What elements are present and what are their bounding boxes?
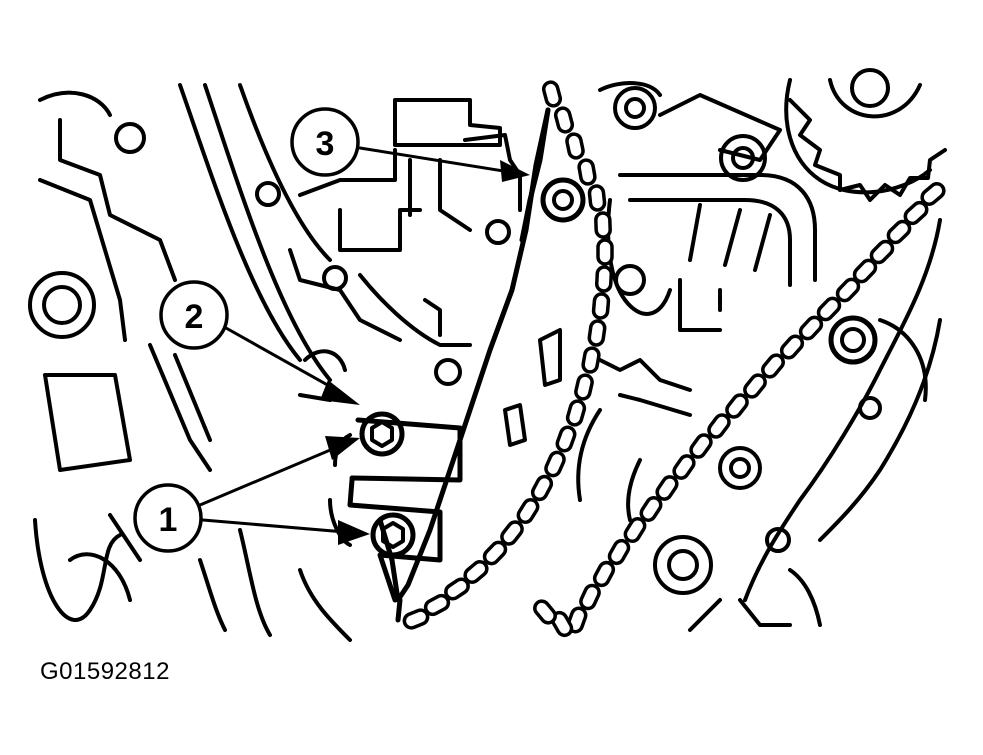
casting-hole [485, 219, 511, 245]
leader-2-arrowhead [320, 380, 360, 405]
casting-boss-inner [42, 285, 82, 325]
upper-guide-bolt-hex [370, 420, 394, 448]
casting-hole [114, 122, 146, 154]
figure-code: G01592812 [40, 658, 170, 685]
callout-3: 3 [290, 107, 360, 177]
leader-1-lower-arrowhead [338, 520, 370, 545]
callout-2-label: 2 [185, 298, 204, 336]
leader-3 [358, 146, 512, 174]
leader-2 [224, 326, 342, 394]
timing-chain-left-strand [402, 80, 614, 630]
callout-1-label: 1 [159, 501, 178, 539]
casting-hole [255, 181, 281, 207]
cover-bolt-boss [613, 86, 657, 130]
tensioner-bolt-boss [719, 134, 767, 182]
right-guide-bolt [828, 315, 878, 365]
crank-bolt-boss [653, 535, 713, 595]
callout-2: 2 [159, 280, 229, 350]
casting-hole [765, 527, 791, 553]
leader-1-lower [201, 518, 347, 534]
lower-guide-bolt [370, 512, 416, 558]
chain-guide [328, 107, 586, 623]
leader-3-arrowhead [500, 160, 530, 182]
cam-sprocket-hub [850, 68, 890, 108]
casting-hole [434, 358, 462, 386]
cover-bolt-hole [624, 97, 646, 119]
cover-bolt-hole [729, 457, 751, 479]
tensioner-bolt-hole [731, 146, 755, 170]
guide-pivot [614, 264, 646, 296]
timing-chain-right-strand [533, 182, 946, 638]
cover-bolt-boss [718, 446, 762, 490]
callout-3-label: 3 [316, 125, 335, 163]
upper-guide-bolt [359, 411, 405, 457]
engine-casting-outlines [28, 68, 947, 642]
callout-1: 1 [133, 483, 203, 553]
leader-1-upper-arrowhead [325, 436, 360, 460]
guide-pivot-bolt-head [552, 189, 574, 211]
lower-guide-bolt-hex [381, 521, 405, 549]
casting-boss [28, 271, 96, 339]
leader-1-upper [198, 446, 337, 507]
guide-pivot-bolt-boss [540, 177, 586, 223]
callout-leaders [198, 146, 530, 545]
crank-bolt-head [667, 549, 699, 581]
